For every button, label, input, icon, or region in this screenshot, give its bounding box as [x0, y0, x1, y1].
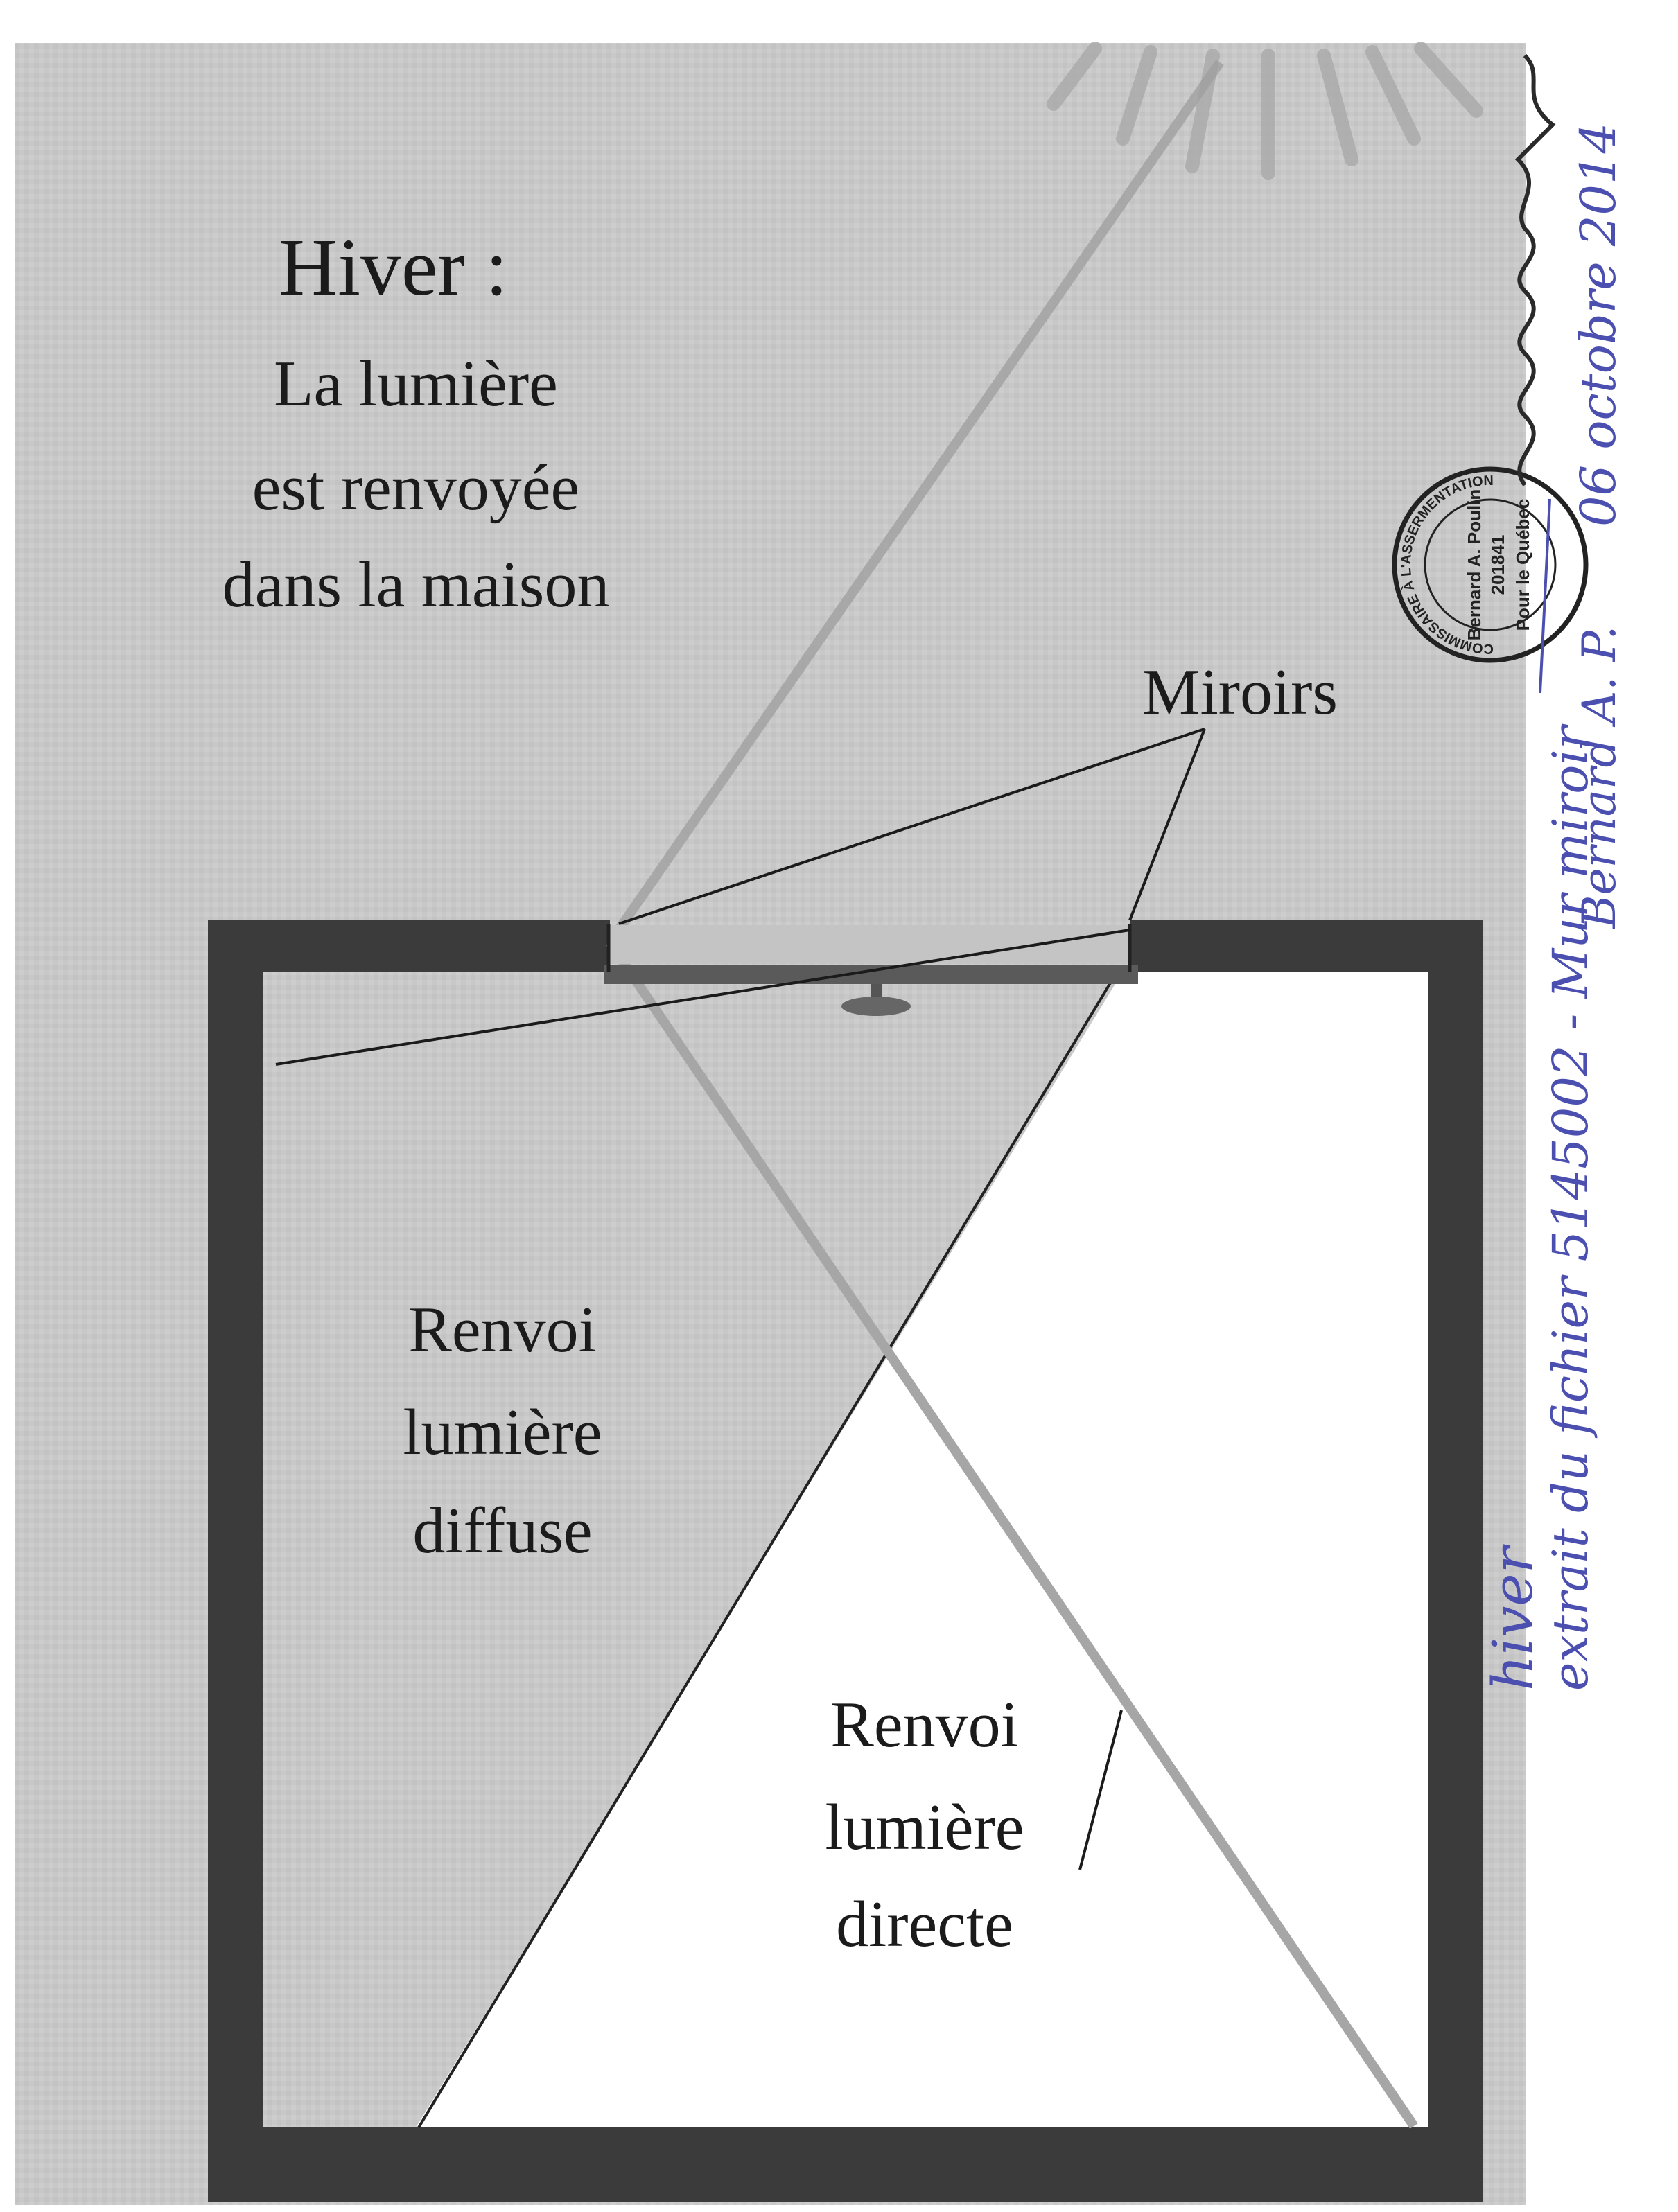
- handwritten-line-1: hiver: [1480, 1543, 1545, 1691]
- directe-label-2: lumière: [825, 1791, 1024, 1863]
- stamp-province: Pour le Québec: [1512, 499, 1533, 631]
- directe-label-1: Renvoi: [830, 1689, 1019, 1761]
- skylight-opening: [604, 924, 1138, 984]
- mirror-pointer-lines: [275, 728, 1206, 1066]
- title-line-1: La lumière: [274, 348, 558, 420]
- directe-label-3: directe: [836, 1888, 1013, 1960]
- direct-light-ray: [606, 940, 1418, 2129]
- diffuse-light-edge: [417, 970, 1119, 2129]
- diffuse-light-region: [263, 972, 1123, 2127]
- handwritten-underline: [1539, 498, 1551, 694]
- handwritten-initials: Bernard A. P.: [1573, 626, 1626, 929]
- title-heading: Hiver :: [279, 222, 508, 313]
- title-line-3: dans la maison: [222, 549, 610, 621]
- handwritten-signature: [1514, 53, 1556, 486]
- miroirs-label: Miroirs: [1142, 656, 1338, 728]
- ceiling-lamp-icon: [841, 984, 911, 1016]
- sun-ray-incoming: [606, 60, 1224, 945]
- title-line-2: est renvoyée: [252, 452, 579, 524]
- sun-rays: [1047, 42, 1483, 180]
- diffuse-label-1: Renvoi: [408, 1294, 597, 1366]
- stamp-name: Bernard A. Poulin: [1464, 489, 1485, 641]
- handwritten-line-2: extrait du fichier 5145002 - Mur miroir: [1542, 723, 1599, 1691]
- house-walls: [208, 920, 1483, 2202]
- diffuse-label-3: diffuse: [412, 1495, 592, 1567]
- handwritten-date: 06 octobre 2014: [1570, 123, 1627, 527]
- stamp-number: 201841: [1487, 535, 1508, 595]
- diffuse-label-2: lumière: [403, 1396, 602, 1468]
- directe-pointer-line: [1078, 1710, 1123, 1870]
